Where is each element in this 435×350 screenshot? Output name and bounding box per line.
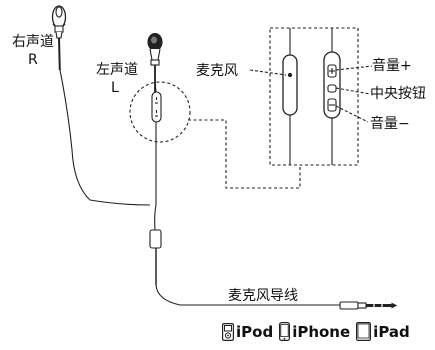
left-channel-label: 左声道: [96, 62, 138, 78]
center-leader: [335, 87, 371, 95]
center-button-label: 中央按钮: [370, 86, 426, 102]
vol-up-leader: [335, 65, 373, 71]
ipad-label: iPad: [373, 322, 410, 341]
compat-ipad: iPad: [356, 322, 410, 341]
cable-splitter: [149, 229, 162, 249]
microphone-label: 麦克风: [196, 63, 238, 79]
audio-jack: [339, 301, 398, 310]
mic-cable-label: 麦克风导线: [228, 288, 298, 304]
volume-up-label: 音量+: [372, 58, 412, 74]
right-cable: [58, 37, 151, 206]
callout-connector: [188, 119, 301, 189]
right-channel-label: 右声道: [12, 34, 54, 50]
right-earbud: [51, 5, 67, 39]
compatibility-row: iPod iPhone iPad: [222, 322, 410, 341]
iphone-label: iPhone: [292, 322, 351, 341]
ipad-icon: [356, 322, 372, 341]
left-channel-letter: L: [111, 80, 119, 96]
right-channel-letter: R: [28, 52, 38, 68]
ipod-label: iPod: [236, 322, 274, 341]
vol-down-leader: [335, 105, 369, 123]
inline-remote: [151, 91, 162, 123]
detail-remote-right: [323, 28, 341, 165]
compat-iphone: iPhone: [279, 322, 350, 341]
ipod-icon: [222, 322, 234, 341]
detail-remote-left: [282, 28, 298, 165]
callout-circle: [129, 81, 191, 143]
left-earbud: [147, 32, 163, 66]
compat-ipod: iPod: [222, 323, 273, 341]
detail-box: [269, 27, 359, 166]
mic-leader: [249, 69, 287, 76]
volume-down-label: 音量−: [370, 116, 410, 132]
iphone-icon: [279, 322, 291, 341]
